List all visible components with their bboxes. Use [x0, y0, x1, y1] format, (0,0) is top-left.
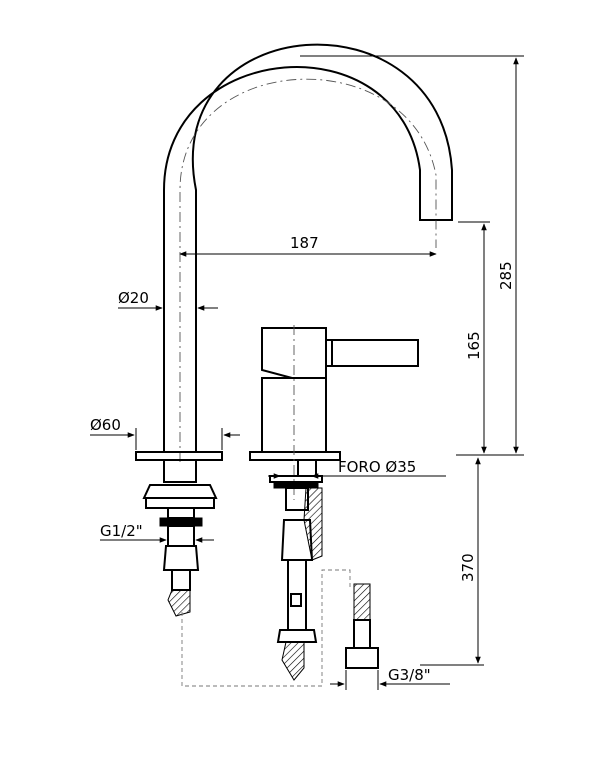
dim-lever-height-label: 165: [465, 331, 483, 360]
dim-lever-height: 165: [458, 221, 490, 454]
spout-base-washer: [145, 497, 215, 509]
mixer-inlet-window: [290, 593, 302, 607]
spout: [163, 43, 453, 462]
spout-base-ring: [142, 484, 218, 499]
dim-pipe-dia: Ø20: [118, 289, 218, 311]
spout-thread: [167, 525, 195, 547]
dim-spout-reach-label: 187: [290, 234, 319, 252]
mixer-washer: [269, 475, 323, 483]
mixer-hose-right: [303, 487, 323, 561]
spout-hose-fitting: [171, 569, 191, 591]
mixer-base-plate: [249, 451, 341, 461]
dim-total-height-label: 285: [497, 261, 515, 290]
side-hose-body: [353, 583, 371, 621]
spout-lock-plate: [159, 517, 203, 527]
spout-nut: [167, 507, 195, 519]
dim-thread-half-label: G1/2": [100, 522, 143, 540]
mixer-lever-handle: [331, 339, 419, 367]
dim-hole: FORO Ø35: [268, 458, 446, 479]
spout-base-neck: [163, 459, 197, 483]
dim-base-dia-label: Ø60: [90, 416, 121, 434]
dim-below-deck-label: 370: [459, 553, 477, 582]
side-hose: [345, 583, 379, 669]
mixer-stud: [297, 459, 317, 477]
dim-thread-38-label: G3/8": [388, 666, 431, 684]
mixer-body: [249, 325, 419, 500]
spout-base: [135, 451, 223, 617]
spout-outer-outline: [163, 43, 453, 452]
spout-centerline: [179, 78, 437, 462]
spout-hex-nut: [162, 545, 200, 571]
spout-base-plate: [135, 451, 223, 461]
dim-thread-38: G3/8": [330, 666, 450, 690]
mixer-inlet-nut: [276, 629, 318, 643]
mixer-fittings: [269, 459, 323, 681]
mixer-hose-left: [281, 641, 305, 681]
dim-spout-reach: 187: [179, 234, 437, 257]
side-hose-fitting: [353, 619, 371, 649]
dim-hole-label: FORO Ø35: [338, 458, 416, 476]
dim-below-deck: 370: [420, 457, 484, 666]
side-hose-nut: [345, 647, 379, 669]
spout-hose: [167, 589, 191, 617]
dim-total-height: 285: [300, 55, 524, 456]
hidden-hose: [181, 569, 351, 687]
dim-thread-half: G1/2": [100, 522, 214, 543]
dim-pipe-dia-label: Ø20: [118, 289, 149, 307]
dim-base-dia: Ø60: [90, 416, 240, 450]
